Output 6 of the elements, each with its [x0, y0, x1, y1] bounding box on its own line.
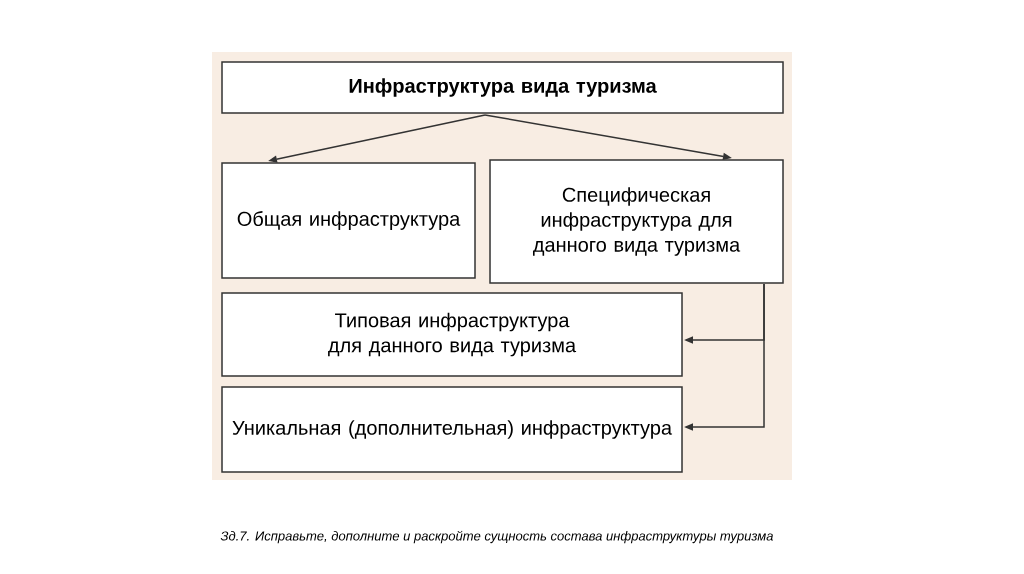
- box: Уникальная (дополнительная) инфраструктура: [221, 386, 683, 473]
- box: Типовая инфраструктура для данного вида туризма: [221, 292, 683, 377]
- box: Инфраструктура вида туризма: [221, 61, 784, 114]
- box: Общая инфраструктура: [221, 162, 476, 279]
- caption: Зд.7. Исправьте, дополните и раскройте сущность состава инфраструктуры туризма: [220, 530, 773, 544]
- box: Специфическая инфраструктура для данного вида туризма: [489, 159, 784, 284]
